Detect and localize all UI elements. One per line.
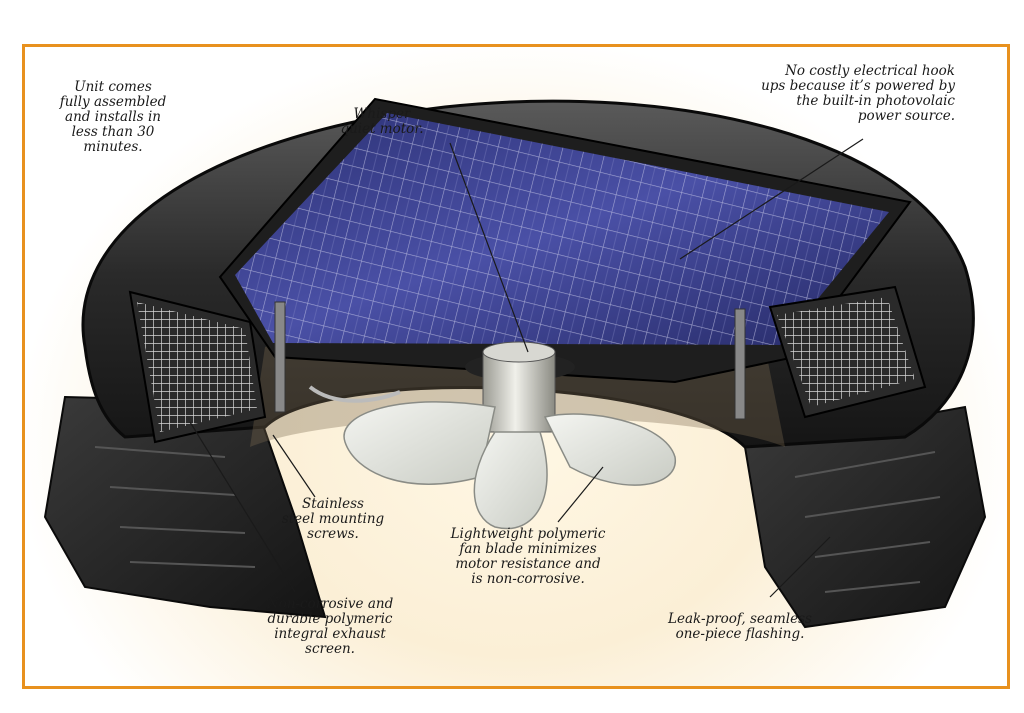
callout-electrical: No costly electrical hook ups because it… (761, 63, 955, 124)
motor-hub (482, 351, 556, 433)
leader-screen (189, 421, 296, 593)
callout-motor: Whisper quiet motor. (340, 106, 424, 137)
callout-screws: Stainless steel mounting screws. (281, 496, 385, 542)
flashing-right (743, 405, 987, 629)
callout-flashing: Leak-proof, seamless one-piece flashing. (668, 611, 812, 642)
leader-blade (557, 466, 604, 523)
fan-blade-right (543, 413, 676, 486)
callout-assembled: Unit comes fully assembled and installs … (59, 79, 167, 155)
leader-motor (449, 142, 529, 353)
callout-screen: Non-corrosive and durable polymeric inte… (266, 596, 394, 657)
fan-blade-bottom (473, 431, 548, 530)
leader-electrical (679, 138, 864, 260)
diagram-frame: Unit comes fully assembled and installs … (22, 44, 1010, 689)
callout-blade: Lightweight polymeric fan blade minimize… (450, 526, 606, 587)
leader-flashing (769, 536, 831, 598)
solar-fan-illustration (43, 97, 987, 629)
fan-blade-left (343, 401, 496, 485)
leader-screws (272, 434, 316, 498)
